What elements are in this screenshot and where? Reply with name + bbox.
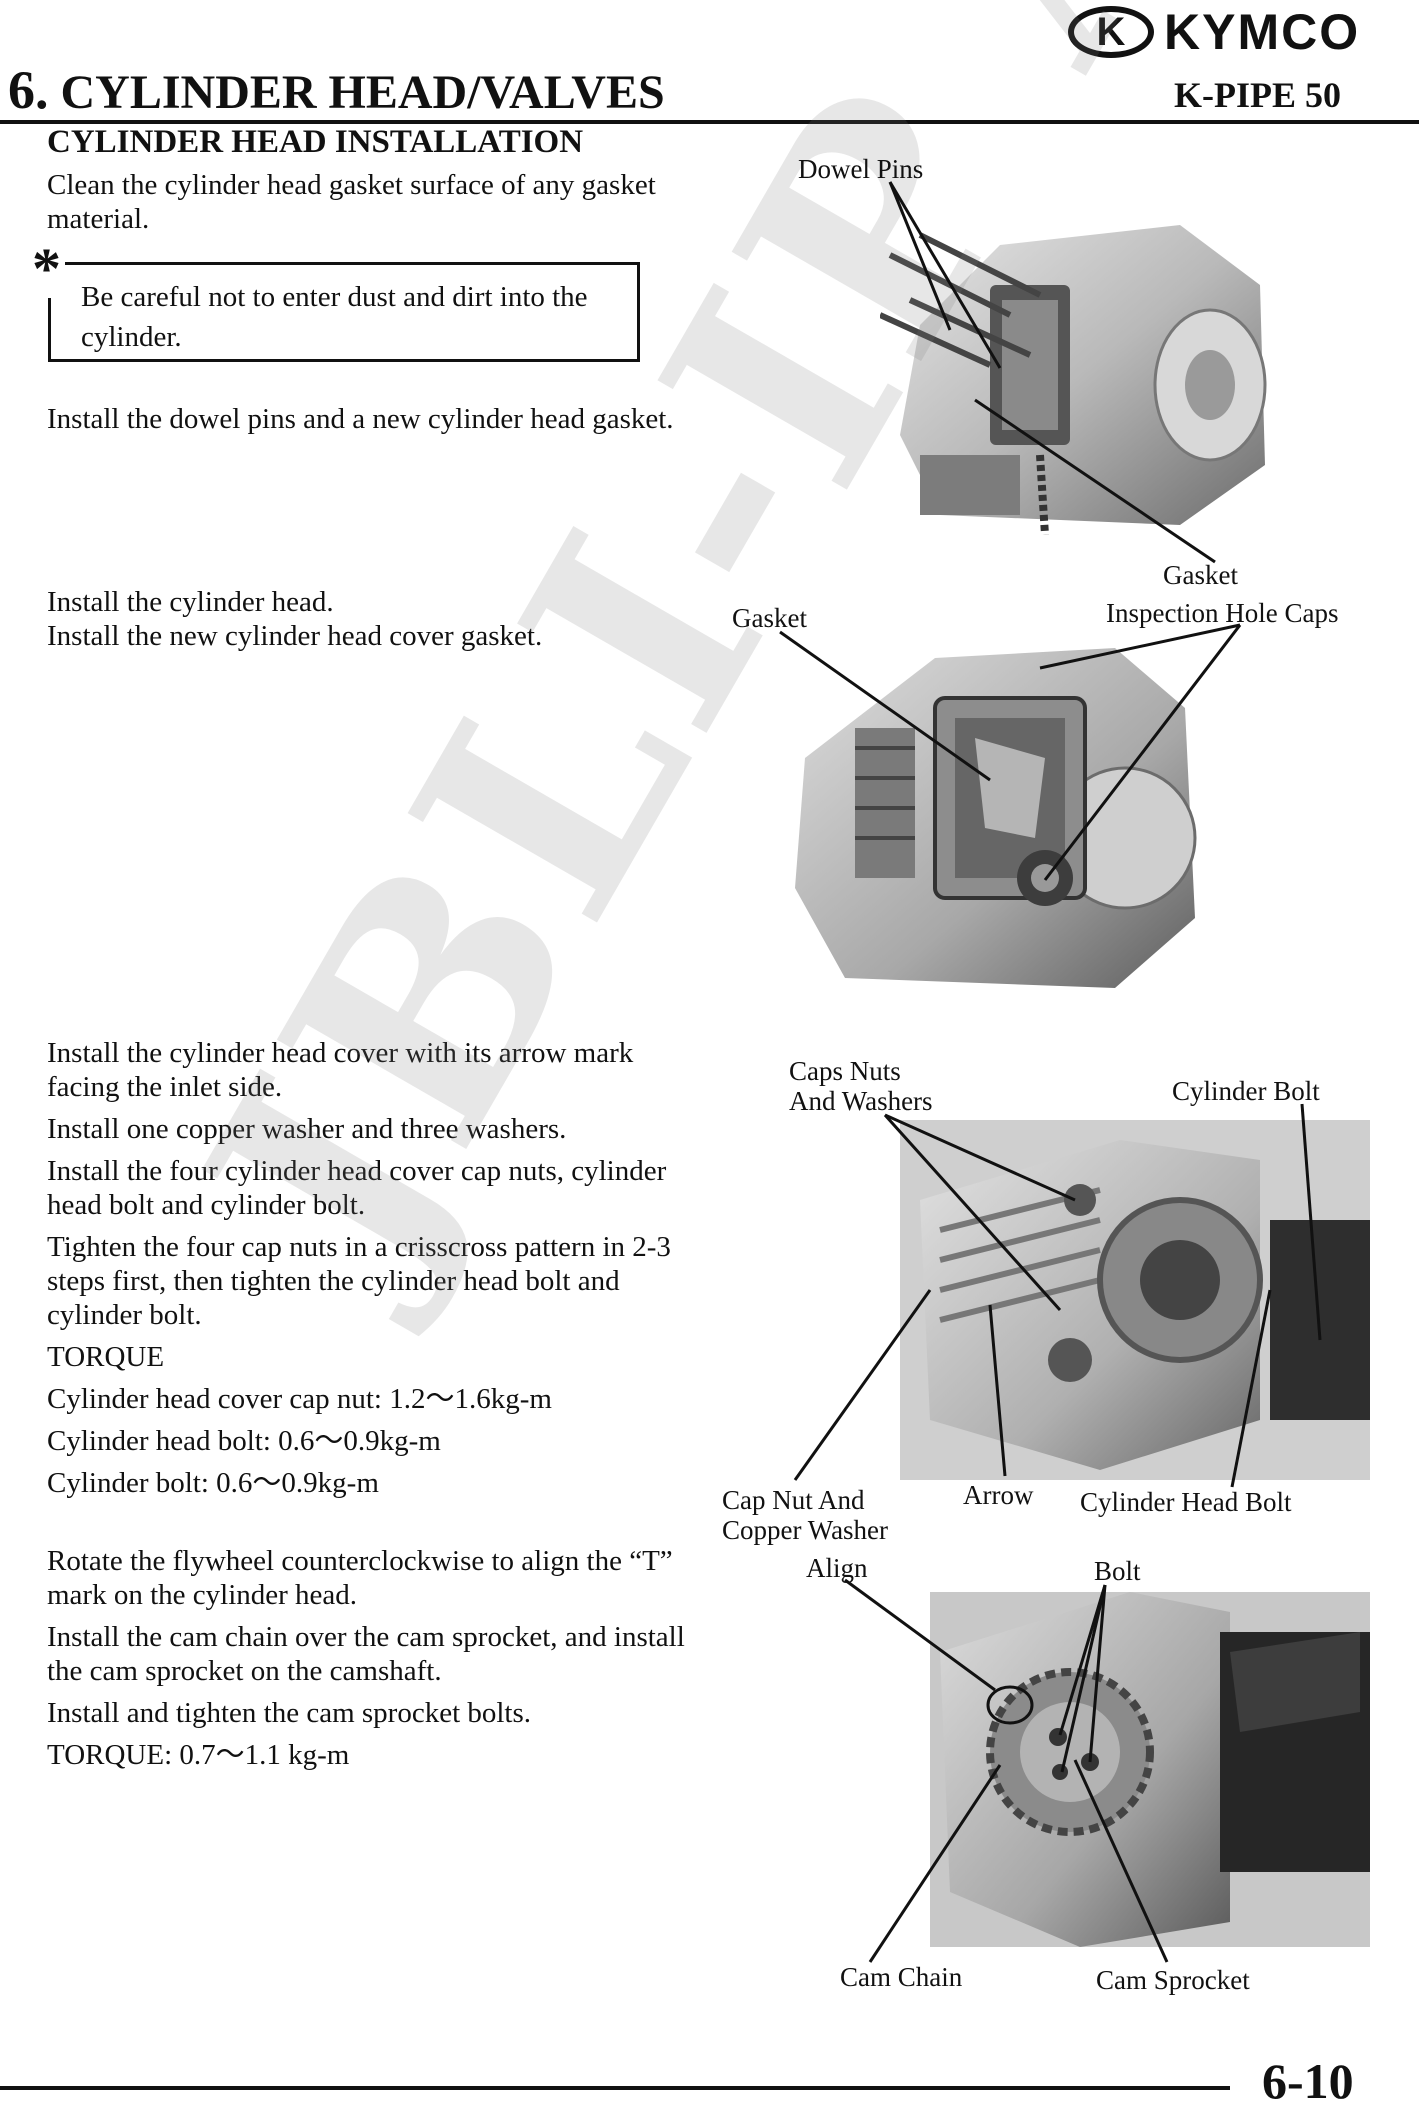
step-cover-text: Install the cylinder head cover with its…: [47, 1037, 634, 1103]
caution-asterisk-icon: *: [28, 240, 65, 298]
kymco-emblem-icon: K: [1068, 6, 1154, 58]
chapter-title: CYLINDER HEAD/VALVES: [60, 66, 665, 119]
step-clean-text: Clean the cylinder head gasket surface o…: [47, 169, 656, 235]
torque-cyl-bolt: Cylinder bolt: 0.6～0.9kg-m: [47, 1467, 379, 1499]
caution-note-text: Be careful not to enter dust and dirt in…: [81, 281, 588, 353]
label-cylinder-bolt: Cylinder Bolt: [1172, 1076, 1320, 1106]
torque-head-bolt: Cylinder head bolt: 0.6～0.9kg-m: [47, 1425, 441, 1457]
label-arrow: Arrow: [963, 1480, 1034, 1510]
label-bolt: Bolt: [1094, 1556, 1141, 1586]
chapter-number: 6.: [8, 60, 49, 120]
label-fig2-gasket: Gasket: [732, 603, 807, 633]
label-cap-nut-2: Copper Washer: [722, 1515, 889, 1545]
step-washer-text: Install one copper washer and three wash…: [47, 1113, 567, 1145]
figure-cylinder-head-photo: [785, 638, 1205, 998]
section-title: CYLINDER HEAD INSTALLATION: [47, 124, 584, 160]
step-rotate-group: Rotate the flywheel counterclockwise to …: [47, 1544, 687, 1772]
figure-cam-sprocket-photo: [930, 1592, 1370, 1947]
step-dowel-text: Install the dowel pins and a new cylinde…: [47, 403, 674, 435]
step-head: Install the cylinder head. Install the n…: [47, 585, 687, 653]
step-cam-chain-text: Install the cam chain over the cam sproc…: [47, 1621, 685, 1687]
label-fig1-gasket: Gasket: [1163, 560, 1238, 590]
kymco-wordmark: KYMCO: [1164, 4, 1361, 60]
caution-note: Be careful not to enter dust and dirt in…: [48, 262, 640, 362]
figure-dowel-pins-photo: [880, 205, 1270, 535]
step-cap-nuts-text: Install the four cylinder head cover cap…: [47, 1155, 667, 1221]
step-head-text: Install the cylinder head.: [47, 586, 334, 618]
step-sprocket-bolts-text: Install and tighten the cam sprocket bol…: [47, 1697, 532, 1729]
step-cover-group: Install the cylinder head cover with its…: [47, 1036, 687, 1500]
label-inspection-hole-caps: Inspection Hole Caps: [1106, 598, 1339, 628]
torque-cap-nut: Cylinder head cover cap nut: 1.2～1.6kg-m: [47, 1383, 552, 1415]
footer-rule: [0, 2086, 1230, 2090]
step-dowel: Install the dowel pins and a new cylinde…: [47, 402, 687, 436]
step-cover-gasket-text: Install the new cylinder head cover gask…: [47, 620, 543, 652]
step-clean: Clean the cylinder head gasket surface o…: [47, 168, 687, 236]
kymco-logo: K KYMCO: [1068, 6, 1413, 58]
torque-sprocket: TORQUE: 0.7～1.1 kg-m: [47, 1739, 350, 1771]
chapter-heading: 6. CYLINDER HEAD/VALVES: [8, 62, 665, 121]
label-cap-nut-1: Cap Nut And: [722, 1485, 865, 1515]
label-dowel-pins: Dowel Pins: [798, 154, 924, 184]
label-cam-chain: Cam Chain: [840, 1962, 963, 1992]
label-caps-nuts-1: Caps Nuts: [789, 1056, 901, 1086]
label-cam-sprocket: Cam Sprocket: [1096, 1965, 1250, 1995]
step-tighten-text: Tighten the four cap nuts in a crisscros…: [47, 1231, 671, 1331]
torque-heading: TORQUE: [47, 1341, 165, 1373]
label-caps-nuts-2: And Washers: [789, 1086, 933, 1116]
step-rotate-text: Rotate the flywheel counterclockwise to …: [47, 1545, 673, 1611]
figure-cylinder-cover-photo: [900, 1120, 1370, 1480]
page-number: 6-10: [1262, 2053, 1354, 2109]
label-align: Align: [806, 1553, 868, 1583]
header-rule: [0, 120, 1419, 124]
label-cylinder-head-bolt: Cylinder Head Bolt: [1080, 1487, 1292, 1517]
model-name: K-PIPE 50: [1174, 75, 1341, 115]
